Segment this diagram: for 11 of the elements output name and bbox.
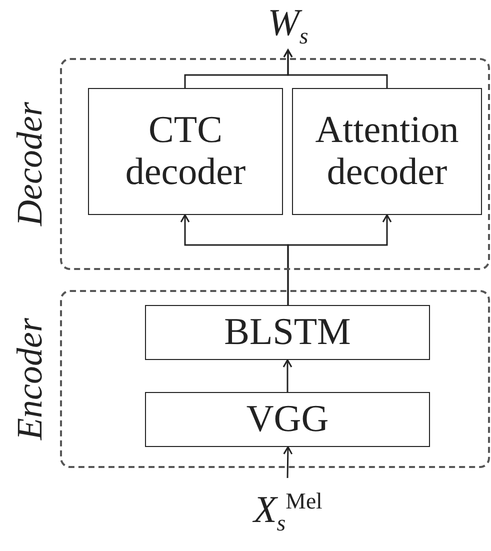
arrow [282,359,292,392]
arrow [283,446,293,478]
process-box: BLSTM [145,305,430,360]
arrow [287,214,392,305]
process-box: CTC decoder [88,88,283,215]
arrow [283,49,388,88]
group-label: Decoder [9,102,50,226]
process-box: Attention decoder [292,88,482,215]
group-label: Encoder [9,318,50,440]
process-box: VGG [145,392,430,447]
math-symbol: W$_{s}$ [250,0,326,50]
